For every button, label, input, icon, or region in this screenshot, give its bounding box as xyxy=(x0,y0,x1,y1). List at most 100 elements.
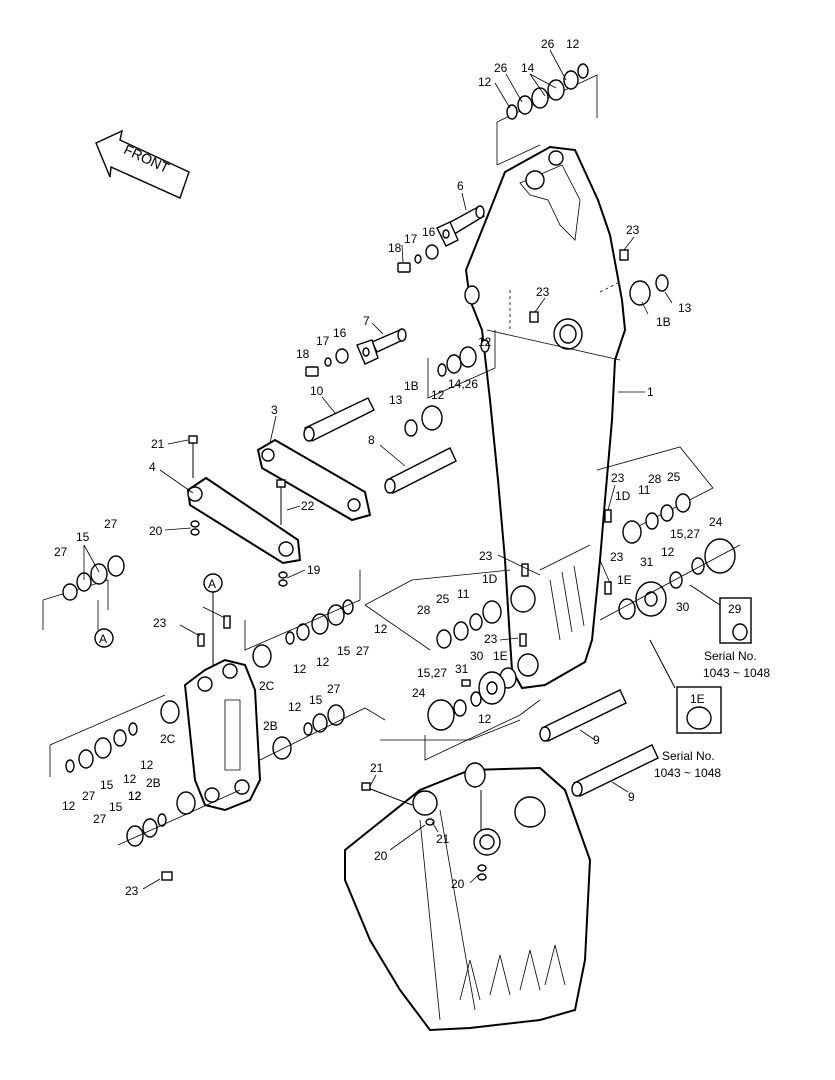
callout-20-b: 20 xyxy=(374,849,388,863)
callout-12-c: 12 xyxy=(478,335,492,349)
ref-a-top: A xyxy=(208,577,216,591)
bolts-upper xyxy=(305,244,439,377)
callout-28-a: 28 xyxy=(417,603,431,617)
callout-1e-c: 1E xyxy=(690,692,705,706)
callout-18-b: 18 xyxy=(296,347,310,361)
callout-31-a: 31 xyxy=(640,555,654,569)
callout-12-l: 12 xyxy=(62,799,76,813)
callout-12-k: 12 xyxy=(140,758,154,772)
washer-stacks-guide xyxy=(49,570,386,847)
callout-20-c: 20 xyxy=(451,877,465,891)
callout-15-27-b: 15,27 xyxy=(417,666,447,680)
serial-note-2-line1: Serial No. xyxy=(662,749,715,763)
callout-12-j: 12 xyxy=(123,772,137,786)
callout-9-a: 9 xyxy=(593,733,600,747)
serial-note-1-line1: Serial No. xyxy=(704,649,757,663)
ref-a-bottom: A xyxy=(99,632,107,646)
callout-12-p: 12 xyxy=(478,712,492,726)
callout-12-o: 12 xyxy=(128,789,142,803)
bushing-1b xyxy=(404,274,669,437)
callout-16-b: 16 xyxy=(333,326,347,340)
callout-28-b: 28 xyxy=(648,472,662,486)
callout-23-e: 23 xyxy=(611,471,625,485)
callout-12-a: 12 xyxy=(566,37,580,51)
callout-26-a: 26 xyxy=(541,37,555,51)
washers-right-1d xyxy=(596,446,741,621)
callout-23-g: 23 xyxy=(153,616,167,630)
callout-24-b: 24 xyxy=(412,686,426,700)
callout-11-b: 11 xyxy=(638,483,651,497)
pin-7 xyxy=(356,328,407,365)
pins-9 xyxy=(539,689,659,797)
callout-1b-a: 1B xyxy=(656,315,671,329)
callout-1b-b: 1B xyxy=(404,379,419,393)
link-3 xyxy=(256,438,372,522)
washers-center-1e xyxy=(424,667,541,761)
callout-2c-b: 2C xyxy=(160,732,176,746)
callout-12-b: 12 xyxy=(478,75,492,89)
serial-note-1-line2: 1043 ~ 1048 xyxy=(703,666,770,680)
bushings-2b-2c xyxy=(160,644,292,815)
callout-30-a: 30 xyxy=(676,600,690,614)
callout-17-a: 17 xyxy=(404,232,418,246)
callout-6: 6 xyxy=(457,179,464,193)
callout-12-d: 12 xyxy=(431,388,445,402)
callout-30-b: 30 xyxy=(470,649,484,663)
serial-note-2-line2: 1043 ~ 1048 xyxy=(654,766,721,780)
callout-26-b: 26 xyxy=(494,61,508,75)
callout-14-a: 14 xyxy=(521,61,535,75)
callout-2b-b: 2B xyxy=(146,776,161,790)
bucket xyxy=(344,719,592,1032)
callout-20-a: 20 xyxy=(149,524,163,538)
callout-13-a: 13 xyxy=(678,301,692,315)
callout-8: 8 xyxy=(368,433,375,447)
callout-21-c: 21 xyxy=(436,832,450,846)
callout-12-g: 12 xyxy=(293,662,307,676)
callout-15-e: 15 xyxy=(109,800,123,814)
guide-link xyxy=(183,658,262,812)
callout-15-b: 15 xyxy=(337,644,351,658)
callout-1e-b: 1E xyxy=(493,649,508,663)
serial-box-1e: Serial No. 1043 ~ 1048 xyxy=(649,639,722,780)
callout-12-m: 12 xyxy=(128,789,142,803)
callout-15-27-a: 15,27 xyxy=(670,527,700,541)
callout-12-h: 12 xyxy=(316,655,330,669)
callout-21-b: 21 xyxy=(370,761,384,775)
callout-14-26: 14,26 xyxy=(448,377,478,391)
callout-21-a: 21 xyxy=(151,437,165,451)
callout-1: 1 xyxy=(647,385,654,399)
callout-18-a: 18 xyxy=(388,241,402,255)
callout-1d-a: 1D xyxy=(482,572,498,586)
callout-11-a: 11 xyxy=(457,587,470,601)
callout-15-c: 15 xyxy=(309,693,323,707)
callout-2c-a: 2C xyxy=(259,679,275,693)
front-arrow: FRONT xyxy=(95,129,190,199)
callout-13-b: 13 xyxy=(389,393,403,407)
callout-10: 10 xyxy=(310,384,324,398)
callout-9-b: 9 xyxy=(628,790,635,804)
callout-23-f: 23 xyxy=(484,632,498,646)
callout-27-b: 27 xyxy=(54,545,68,559)
leader-lines xyxy=(83,49,673,890)
callout-19: 19 xyxy=(307,563,321,577)
callout-15-a: 15 xyxy=(76,530,90,544)
callout-12-i: 12 xyxy=(288,700,302,714)
callout-23-b: 23 xyxy=(536,285,550,299)
callout-4: 4 xyxy=(149,460,156,474)
pin-8 xyxy=(384,447,457,494)
link-4 xyxy=(186,476,302,565)
top-washers xyxy=(506,63,589,120)
callout-25-b: 25 xyxy=(667,470,681,484)
callout-12-n: 12 xyxy=(128,789,142,803)
callout-15-d: 15 xyxy=(100,778,114,792)
callout-3: 3 xyxy=(271,403,278,417)
callout-16-a: 16 xyxy=(422,225,436,239)
callout-27-d: 27 xyxy=(327,682,341,696)
callout-23-a: 23 xyxy=(626,223,640,237)
callout-23-c: 23 xyxy=(479,549,493,563)
callout-24-a: 24 xyxy=(709,515,723,529)
callout-12-e: 12 xyxy=(661,545,675,559)
callout-27-a: 27 xyxy=(104,517,118,531)
callout-2b-a: 2B xyxy=(263,719,278,733)
